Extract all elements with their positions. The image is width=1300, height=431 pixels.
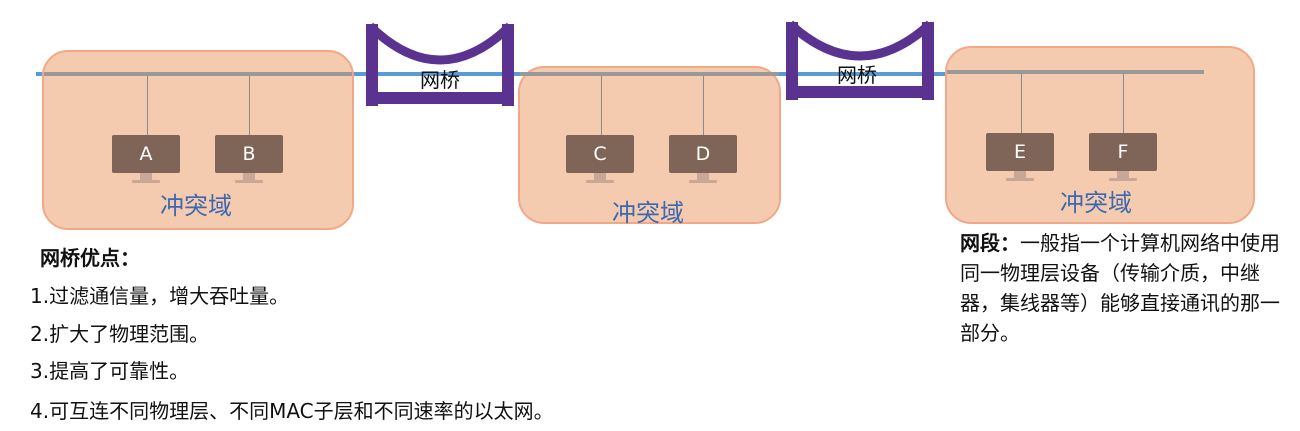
computer-f: F <box>1089 133 1157 187</box>
computer-d-label: D <box>669 135 737 173</box>
network-segment-definition: 网段：一般指一个计算机网络中使用同一物理层设备（传输介质，中继器，集线器等）能够… <box>960 228 1280 348</box>
computer-b-label: B <box>215 135 283 173</box>
collision-domain-2 <box>518 66 781 224</box>
computer-c-label: C <box>566 135 634 173</box>
computer-a-label: A <box>112 135 180 173</box>
bridge-2-icon <box>786 20 934 100</box>
domain-3-wire <box>947 70 1204 74</box>
advantage-item-2: 2.扩大了物理范围。 <box>30 322 210 346</box>
drop-line-f <box>1123 74 1124 134</box>
advantages-title: 网桥优点： <box>40 246 140 270</box>
segment-text: 一般指一个计算机网络中使用同一物理层设备（传输介质，中继器，集线器等）能够直接通… <box>960 231 1280 345</box>
bridge-1-icon <box>366 22 514 106</box>
computer-e-label: E <box>986 133 1054 171</box>
computer-f-label: F <box>1089 133 1157 171</box>
collision-domain-2-label: 冲突域 <box>612 199 684 227</box>
advantage-item-4: 4.可互连不同物理层、不同MAC子层和不同速率的以太网。 <box>30 399 554 423</box>
drop-line-e <box>1021 74 1022 134</box>
collision-domain-1-label: 冲突域 <box>160 192 232 220</box>
drop-line-d <box>703 76 704 136</box>
computer-b: B <box>215 135 283 189</box>
domain-2-wire <box>520 72 779 76</box>
collision-domain-3-label: 冲突域 <box>1060 189 1132 217</box>
collision-domain-1 <box>42 50 354 230</box>
computer-d: D <box>669 135 737 189</box>
computer-c: C <box>566 135 634 189</box>
computer-a: A <box>112 135 180 189</box>
computer-e: E <box>986 133 1054 187</box>
drop-line-b <box>249 76 250 136</box>
segment-term: 网段： <box>960 231 1020 255</box>
advantage-item-1: 1.过滤通信量，增大吞吐量。 <box>30 284 290 308</box>
collision-domain-3 <box>945 46 1255 224</box>
drop-line-c <box>601 76 602 136</box>
drop-line-a <box>147 76 148 136</box>
bridge-2-label: 网桥 <box>837 63 877 87</box>
advantage-item-3: 3.提高了可靠性。 <box>30 359 190 383</box>
domain-1-wire <box>44 72 352 76</box>
bridge-1-label: 网桥 <box>420 68 460 92</box>
